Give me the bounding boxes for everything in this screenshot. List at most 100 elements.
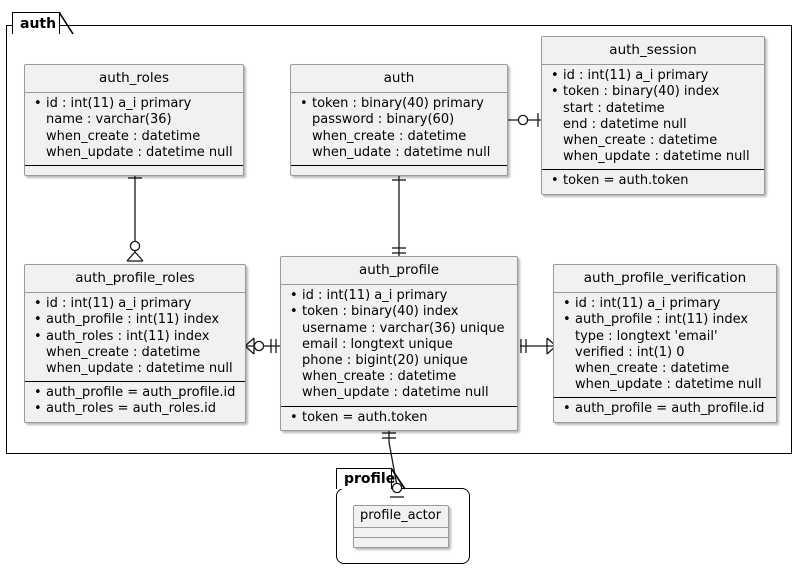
attribute-text: token : binary(40) primary [312, 96, 484, 112]
attribute-text: start : datetime [563, 100, 665, 116]
attribute-row: when_create : datetime [289, 369, 509, 385]
entity-footer [25, 166, 243, 175]
attribute-text: token : binary(40) index [563, 84, 720, 100]
attribute-text: email : longtext unique [302, 336, 453, 352]
entity-title: auth [291, 65, 507, 94]
package-auth-tab: auth [12, 12, 60, 34]
attribute-text: id : int(11) a_i primary [563, 68, 709, 84]
attribute-text: auth_roles : int(11) index [46, 328, 210, 344]
entity-profile_actor[interactable]: profile_actor [353, 505, 449, 548]
attribute-row: •id : int(11) a_i primary [562, 296, 768, 312]
attribute-bullet: • [34, 96, 42, 112]
footer-bullet: • [563, 401, 571, 417]
attribute-text: name : varchar(36) [46, 112, 172, 128]
entity-title: auth_profile_verification [554, 265, 776, 294]
attribute-text: type : longtext 'email' [575, 328, 718, 344]
attribute-text: when_create : datetime [312, 128, 467, 144]
attribute-row: phone : bigint(20) unique [289, 353, 509, 369]
entity-attributes: •id : int(11) a_i primary •token : binar… [542, 65, 764, 171]
attribute-text: when_create : datetime [302, 369, 457, 385]
attribute-row: type : longtext 'email' [562, 329, 768, 345]
connector-auth_roles-auth_profile_roles [120, 168, 156, 266]
attribute-text: token : binary(40) index [302, 304, 459, 320]
footer-text: auth_profile = auth_profile.id [575, 401, 765, 417]
attribute-text: password : binary(60) [312, 112, 455, 128]
package-profile-tab-skew [390, 467, 406, 490]
attribute-row: when_create : datetime [550, 133, 756, 149]
attribute-row: •token : binary(40) primary [299, 96, 499, 112]
entity-attributes: •token : binary(40) primary password : b… [291, 93, 507, 166]
attribute-bullet: • [34, 328, 42, 344]
crowfoot-notation [126, 170, 144, 262]
attribute-row: when_create : datetime [562, 361, 768, 377]
crowfoot-notation [392, 172, 406, 260]
attribute-bullet: • [34, 312, 42, 328]
entity-auth_roles[interactable]: auth_roles •id : int(11) a_i primary nam… [24, 64, 244, 176]
attribute-text: id : int(11) a_i primary [302, 288, 448, 304]
attribute-text: when_update : datetime null [563, 149, 750, 165]
attribute-bullet: • [34, 296, 42, 312]
attribute-row: start : datetime [550, 101, 756, 117]
attribute-row: •id : int(11) a_i primary [550, 68, 756, 84]
footer-row: •token = auth.token [550, 173, 756, 189]
attribute-row: •id : int(11) a_i primary [33, 96, 235, 112]
attribute-bullet: • [290, 304, 298, 320]
attribute-row: •token : binary(40) index [550, 84, 756, 100]
entity-footer: •auth_profile = auth_profile.id •auth_ro… [25, 382, 245, 421]
attribute-row: when_create : datetime [299, 129, 499, 145]
package-profile-tab: profile [336, 468, 396, 489]
attribute-text: when_create : datetime [575, 360, 730, 376]
footer-text: auth_profile = auth_profile.id [46, 385, 236, 401]
attribute-row: when_update : datetime null [33, 361, 237, 377]
attribute-bullet: • [300, 96, 308, 112]
attribute-row: •auth_profile : int(11) index [33, 312, 237, 328]
attribute-bullet: • [551, 68, 559, 84]
attribute-text: auth_profile : int(11) index [575, 312, 749, 328]
attribute-row: name : varchar(36) [33, 112, 235, 128]
crowfoot-notation [382, 430, 404, 498]
entity-attributes [354, 528, 448, 538]
footer-row: •auth_profile = auth_profile.id [33, 385, 237, 401]
attribute-bullet: • [290, 288, 298, 304]
attribute-row: email : longtext unique [289, 337, 509, 353]
entity-footer [291, 166, 507, 175]
attribute-text: phone : bigint(20) unique [302, 352, 468, 368]
entity-title: auth_session [542, 37, 764, 66]
attribute-text: when_create : datetime [46, 128, 201, 144]
attribute-row: when_update : datetime null [33, 145, 235, 161]
attribute-bullet: • [551, 84, 559, 100]
footer-bullet: • [551, 173, 559, 189]
entity-title: auth_profile_roles [25, 265, 245, 294]
attribute-row: when_update : datetime null [550, 149, 756, 165]
attribute-row: •auth_roles : int(11) index [33, 329, 237, 345]
entity-auth_session[interactable]: auth_session •id : int(11) a_i primary •… [541, 36, 765, 195]
attribute-row: •id : int(11) a_i primary [33, 296, 237, 312]
attribute-row: when_create : datetime [33, 345, 237, 361]
footer-text: auth_roles = auth_roles.id [46, 401, 217, 417]
crowfoot-notation [244, 337, 281, 355]
attribute-bullet: • [563, 312, 571, 328]
entity-auth_profile[interactable]: auth_profile •id : int(11) a_i primary •… [280, 256, 518, 431]
entity-auth_profile_roles[interactable]: auth_profile_roles •id : int(11) a_i pri… [24, 264, 246, 423]
attribute-row: verified : int(1) 0 [562, 345, 768, 361]
entity-attributes: •id : int(11) a_i primary •auth_profile … [25, 293, 245, 383]
entity-auth[interactable]: auth •token : binary(40) primary passwor… [290, 64, 508, 176]
attribute-row: end : datetime null [550, 117, 756, 133]
footer-text: token = auth.token [302, 409, 428, 425]
entity-title: auth_roles [25, 65, 243, 94]
footer-text: token = auth.token [563, 173, 689, 189]
attribute-text: when_udate : datetime null [312, 144, 491, 160]
entity-attributes: •id : int(11) a_i primary •auth_profile … [554, 293, 776, 399]
attribute-row: •auth_profile : int(11) index [562, 312, 768, 328]
entity-auth_profile_verification[interactable]: auth_profile_verification •id : int(11) … [553, 264, 777, 423]
attribute-text: end : datetime null [563, 116, 687, 132]
entity-footer: •auth_profile = auth_profile.id [554, 398, 776, 421]
footer-bullet: • [34, 385, 42, 401]
package-auth-tab-skew [58, 11, 74, 35]
attribute-row: when_update : datetime null [562, 377, 768, 393]
connector-auth_profile-profile_actor [375, 428, 411, 504]
attribute-row: password : binary(60) [299, 112, 499, 128]
package-profile-label: profile [344, 471, 396, 487]
attribute-text: when_create : datetime [46, 344, 201, 360]
entity-footer: •token = auth.token [542, 170, 764, 193]
